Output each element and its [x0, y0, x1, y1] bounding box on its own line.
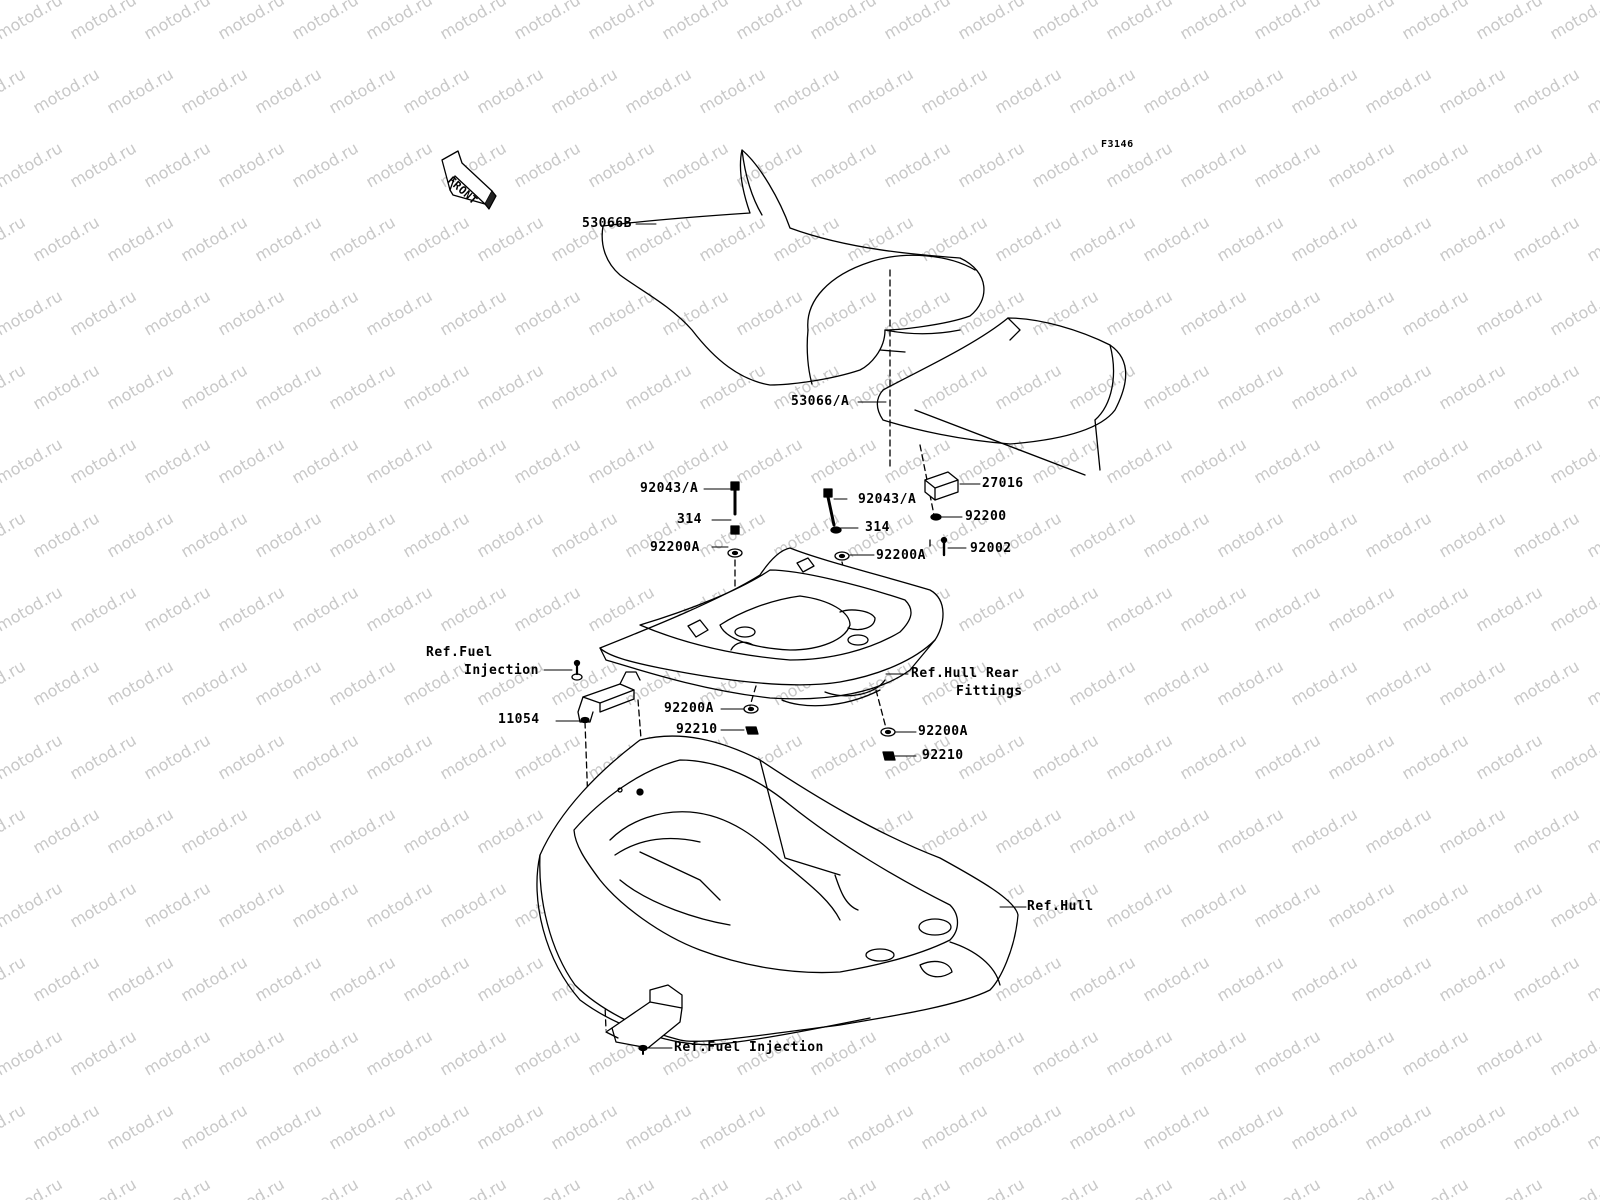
label-collar-right: 314 [865, 520, 890, 535]
label-washer-lower-right: 92200A [918, 724, 968, 739]
label-front-seat: 53066B [582, 216, 632, 231]
figure-code-label: F3146 [1101, 139, 1134, 150]
label-latch-screw: 92002 [970, 541, 1012, 556]
label-ref-fuel-top-2: Injection [464, 663, 539, 678]
label-nut-lower-right: 92210 [922, 748, 964, 763]
rear-seat-cover [876, 317, 1127, 476]
label-latch-washer: 92200 [965, 509, 1007, 524]
rear-deck-storage-bin [599, 547, 944, 707]
label-nut-mid: 92210 [676, 722, 718, 737]
label-leader-lines [543, 223, 1027, 1049]
label-bolt-right: 92043/A [858, 492, 917, 507]
label-rear-seat: 53066/A [791, 394, 850, 409]
hull-body [536, 735, 1019, 1046]
label-collar-left: 314 [677, 512, 702, 527]
label-washer-right: 92200A [876, 548, 926, 563]
label-washer-left: 92200A [650, 540, 700, 555]
middle-washer-nut [743, 685, 759, 735]
label-bracket: 11054 [498, 712, 540, 727]
front-arrow-icon [441, 150, 497, 210]
label-bolt-left: 92043/A [640, 481, 699, 496]
label-ref-hull-rear-1: Ref.Hull Rear [911, 666, 1020, 681]
label-ref-hull: Ref.Hull [1027, 899, 1094, 914]
label-ref-hull-rear-2: Fittings [956, 684, 1023, 699]
label-latch: 27016 [982, 476, 1024, 491]
front-seat-cover [601, 149, 985, 386]
lower-right-washer-nut [875, 689, 896, 761]
latch-part [924, 471, 959, 557]
label-ref-fuel-top-1: Ref.Fuel [426, 645, 493, 660]
left-fastener-stack [727, 481, 743, 613]
seat-leader-lines [889, 269, 936, 551]
label-washer-mid: 92200A [664, 701, 714, 716]
label-ref-fuel-bottom: Ref.Fuel Injection [674, 1040, 824, 1055]
